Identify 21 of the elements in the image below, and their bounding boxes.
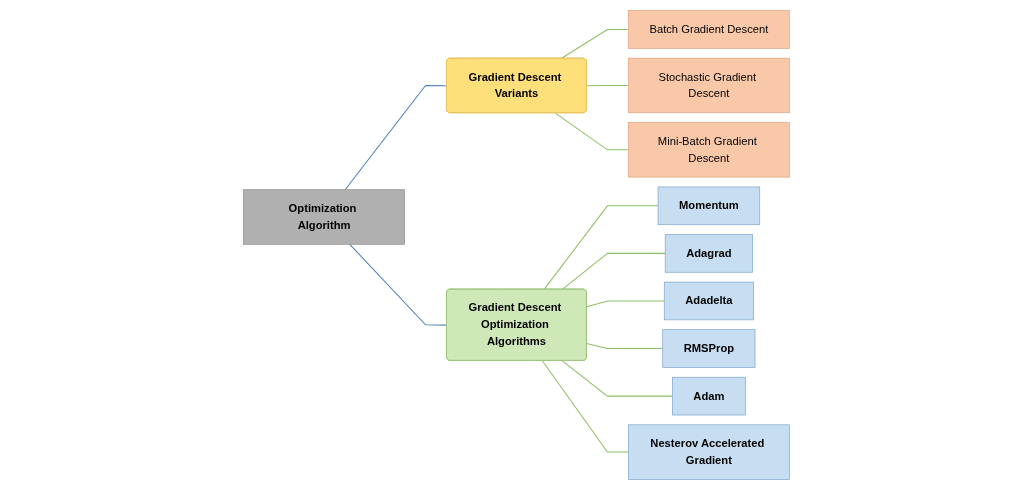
node-box: Adagrad <box>664 234 753 273</box>
node-box: Stochastic Gradient Descent <box>628 57 790 114</box>
connector <box>561 360 673 397</box>
node-box: Nesterov Accelerated Gradient <box>628 424 790 480</box>
connector <box>543 205 659 290</box>
connector <box>586 300 665 308</box>
connector <box>560 28 629 60</box>
node-box: Adadelta <box>663 281 754 321</box>
connector <box>554 112 629 151</box>
node-box: Batch Gradient Descent <box>628 10 790 49</box>
node-box: Optimization Algorithm <box>243 189 405 245</box>
connector <box>586 84 629 87</box>
node-box: Adam <box>672 376 746 416</box>
node-box: RMSProp <box>662 329 756 368</box>
node-box: Momentum <box>657 186 761 226</box>
node-box: Mini-Batch Gradient Descent <box>628 122 790 178</box>
connector <box>344 84 448 191</box>
connector <box>541 360 629 453</box>
connector <box>561 252 666 290</box>
connector <box>349 243 448 326</box>
connector <box>586 342 664 350</box>
